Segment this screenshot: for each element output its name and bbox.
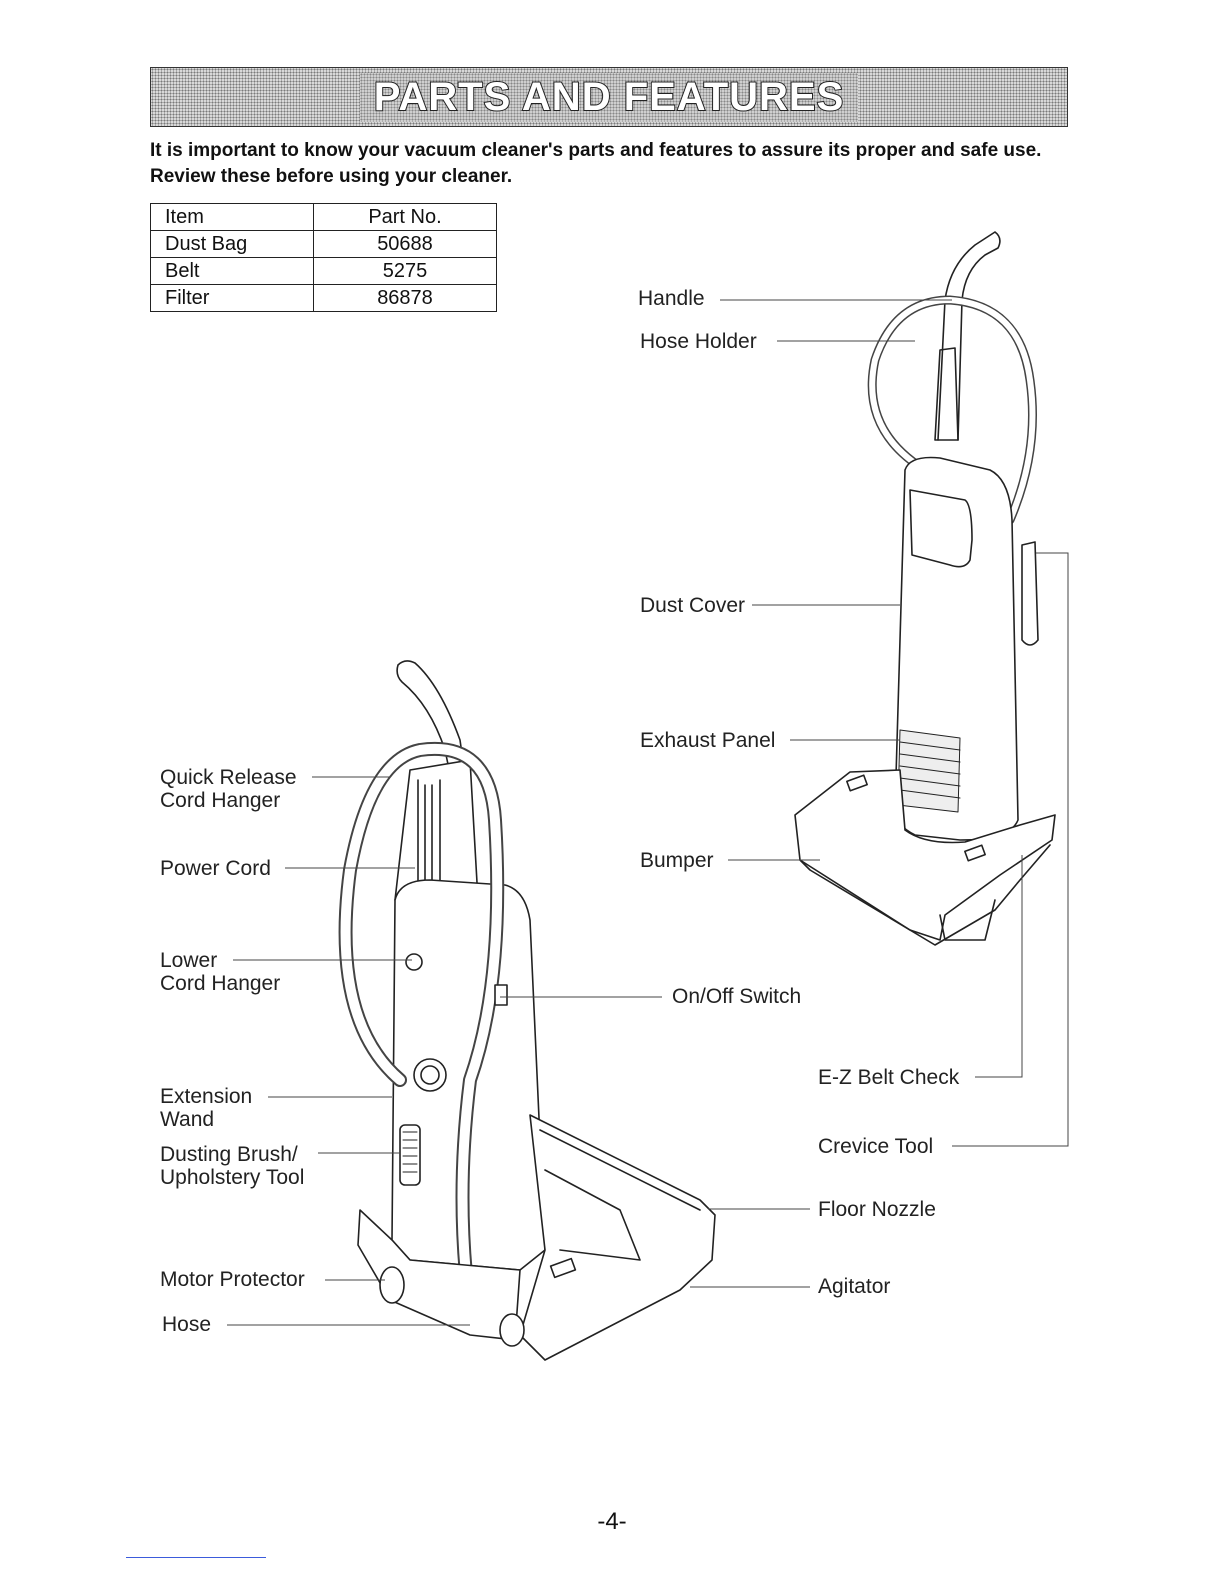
table-cell-part: 50688: [313, 230, 497, 258]
table-row: Filter 86878: [150, 284, 497, 312]
label-crevice-tool: Crevice Tool: [818, 1135, 934, 1158]
table-cell-item: Belt: [150, 257, 314, 285]
table-row: Dust Bag 50688: [150, 230, 497, 258]
table-header-row: Item Part No.: [150, 203, 497, 231]
label-dusting-brush-2: Upholstery Tool: [160, 1166, 305, 1189]
label-motor-protector: Motor Protector: [160, 1268, 305, 1291]
label-floor-nozzle: Floor Nozzle: [818, 1198, 936, 1221]
footnote-rule: [126, 1557, 266, 1558]
label-agitator: Agitator: [818, 1275, 891, 1298]
table-cell-item: Filter: [150, 284, 314, 312]
label-handle: Handle: [638, 287, 705, 310]
label-dust-cover: Dust Cover: [640, 594, 746, 617]
label-dusting-brush-1: Dusting Brush/: [160, 1143, 298, 1166]
label-extension-wand-1: Extension: [160, 1085, 253, 1108]
page-number: -4-: [597, 1508, 627, 1535]
label-ez-belt-check: E-Z Belt Check: [818, 1066, 960, 1089]
label-power-cord: Power Cord: [160, 857, 271, 880]
label-hose: Hose: [162, 1313, 212, 1336]
label-quick-release-2: Cord Hanger: [160, 789, 281, 812]
label-lower-hanger-1: Lower: [160, 949, 218, 972]
section-banner: PARTS AND FEATURES: [150, 67, 1068, 127]
label-exhaust-panel: Exhaust Panel: [640, 729, 776, 752]
page-title: PARTS AND FEATURES: [359, 72, 859, 122]
label-bumper: Bumper: [640, 849, 714, 872]
label-hose-holder: Hose Holder: [640, 330, 757, 353]
back-view-vacuum: [338, 660, 716, 1361]
label-extension-wand-2: Wand: [160, 1108, 215, 1131]
label-quick-release-1: Quick Release: [160, 766, 297, 789]
intro-text: It is important to know your vacuum clea…: [150, 140, 1042, 187]
label-lower-hanger-2: Cord Hanger: [160, 972, 281, 995]
table-cell-part: 86878: [313, 284, 497, 312]
front-view-vacuum: [794, 231, 1056, 946]
table-header-item: Item: [150, 203, 314, 231]
leader-lines: [227, 299, 1069, 1326]
parts-table: Item Part No. Dust Bag 50688 Belt 5275 F…: [150, 203, 497, 312]
label-on-off-switch: On/Off Switch: [672, 985, 802, 1008]
